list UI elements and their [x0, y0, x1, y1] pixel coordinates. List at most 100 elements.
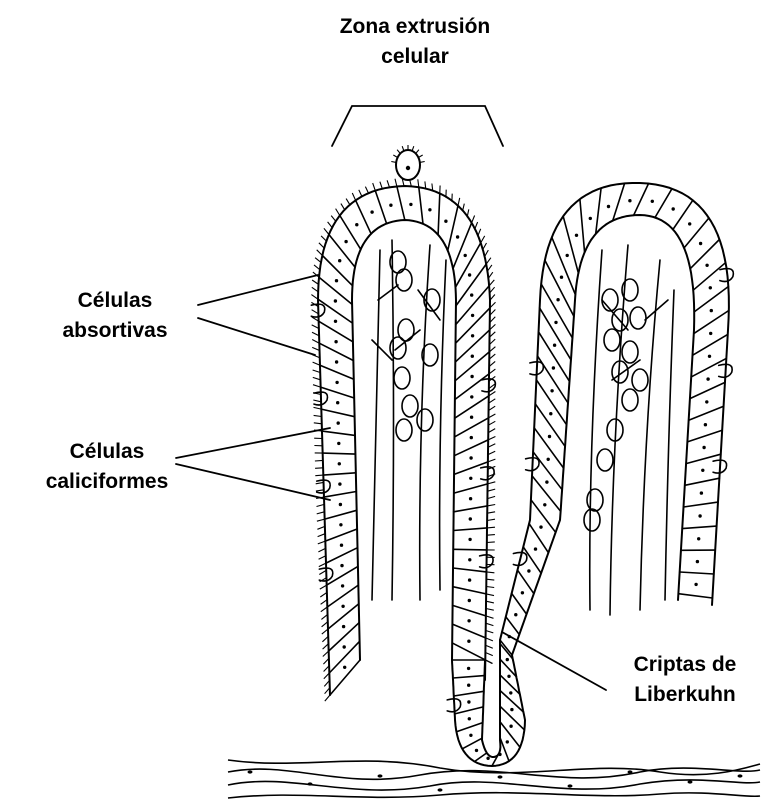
villus1-cell-wall [456, 286, 489, 325]
extruded-cell-microvillus [416, 150, 419, 154]
villus1-nucleus [471, 355, 474, 358]
villus1-microvillus [315, 468, 323, 469]
villus1-nucleus [335, 360, 338, 363]
villus1-microvillus [359, 190, 362, 197]
extruded-cell-microvillus [393, 155, 397, 158]
lamina-propria-cell [602, 289, 618, 311]
villus2-nucleus [548, 435, 551, 438]
villus1-cell-wall [319, 321, 353, 342]
villus1-microvillus [318, 541, 326, 544]
crypt-nucleus [507, 675, 510, 678]
villus2-nucleus [545, 480, 548, 483]
crypt-cell-wall [492, 753, 499, 766]
villus1-microvillus [486, 601, 494, 603]
villus2-cell-wall [685, 478, 720, 485]
capillary-line [440, 260, 446, 590]
villus1-nucleus [470, 375, 473, 378]
villus1-nucleus [468, 538, 471, 541]
villus1-microvillus [486, 638, 493, 641]
villus1-microvillus [481, 236, 485, 243]
villus1-cell-wall [325, 510, 357, 519]
villus1-microvillus [331, 216, 336, 222]
villus1-microvillus [321, 607, 328, 612]
villus1-microvillus [317, 526, 325, 529]
villus1-cell-wall [456, 243, 481, 287]
villus2-nucleus [706, 377, 709, 380]
villus2-cell-wall [506, 617, 520, 635]
villus1-nucleus [444, 220, 447, 223]
villus1-microvillus [321, 600, 328, 605]
villus2-nucleus [553, 344, 556, 347]
villus2-nucleus [688, 222, 691, 225]
villus2-cell-wall [689, 406, 724, 420]
villus1-microvillus [316, 490, 324, 491]
villus1-microvillus [316, 482, 324, 483]
label-criptas-liberkuhn: Criptas de Liberkuhn [600, 650, 770, 710]
villus1-cell-wall [438, 194, 440, 235]
villus1-microvillus [313, 385, 321, 387]
villus1-nucleus [339, 523, 342, 526]
villus1-cell-wall [330, 660, 360, 695]
muscle-nucleus [738, 774, 743, 777]
villus1-cell-wall [456, 308, 490, 343]
villus2-nucleus [696, 560, 699, 563]
villus1-microvillus [483, 243, 487, 250]
extruded-cell-microvillus [418, 155, 422, 158]
villus1-cell-wall [454, 506, 488, 512]
villus1-microvillus [485, 660, 492, 664]
villus2-nucleus [534, 547, 537, 550]
villus2-nucleus [560, 276, 563, 279]
crypt-nucleus [467, 667, 470, 670]
villus1-microvillus [317, 250, 323, 256]
villus1-microvillus [486, 631, 494, 633]
villus1-microvillus [486, 587, 494, 588]
villus1-nucleus [341, 584, 344, 587]
villus1-microvillus [395, 179, 397, 187]
villus1-cell-wall [322, 431, 355, 435]
villus2-nucleus [700, 491, 703, 494]
villus2-nucleus [710, 309, 713, 312]
villus2-cell-wall [690, 382, 725, 398]
villus2-nucleus [705, 400, 708, 403]
label-criptas-line1: Criptas de [600, 650, 770, 680]
villus1-cell-wall [454, 484, 488, 493]
crypt-nucleus [467, 700, 470, 703]
villus1-microvillus [486, 609, 494, 611]
villus1-microvillus [487, 542, 495, 543]
villus2-nucleus [527, 569, 530, 572]
villus1-nucleus [468, 273, 471, 276]
crypt-cell-wall [500, 644, 513, 659]
crypt-nucleus [509, 725, 512, 728]
crypt-cell-wall [457, 723, 483, 732]
villus1-cell-wall [319, 343, 353, 360]
crypt-cell-wall [453, 676, 485, 678]
extruded-cell-nucleus [406, 166, 410, 170]
villus2-cell-wall [693, 263, 725, 291]
villus1-cell-wall [356, 200, 372, 234]
villus2-nucleus [694, 583, 697, 586]
villus1-cell-wall [321, 409, 354, 417]
villus2-cell-wall [538, 356, 569, 403]
villus1-microvillus [488, 451, 495, 454]
villus1-microvillus [317, 512, 325, 514]
villus2-cell-wall [529, 524, 548, 553]
capillary-line [610, 245, 628, 615]
villus1-nucleus [334, 340, 337, 343]
villus1-nucleus [343, 645, 346, 648]
crypt-nucleus [469, 734, 472, 737]
villus1-cell-wall [453, 605, 486, 616]
villus1-microvillus [314, 423, 322, 424]
villus1-nucleus [469, 456, 472, 459]
villus1-microvillus [486, 572, 494, 573]
villus1-microvillus [311, 295, 318, 300]
villus1-microvillus [313, 377, 321, 379]
label-absortivas-line2: absortivas [30, 316, 200, 346]
muscle-nucleus [248, 770, 253, 773]
villus1-microvillus [318, 534, 326, 537]
villus2-cell-wall [596, 188, 601, 234]
villus1-microvillus [313, 362, 320, 365]
lamina-propria-cell [632, 369, 648, 391]
villus1-cell-wall [453, 223, 472, 269]
villus1-microvillus [312, 347, 319, 350]
villus1-microvillus [373, 183, 376, 191]
